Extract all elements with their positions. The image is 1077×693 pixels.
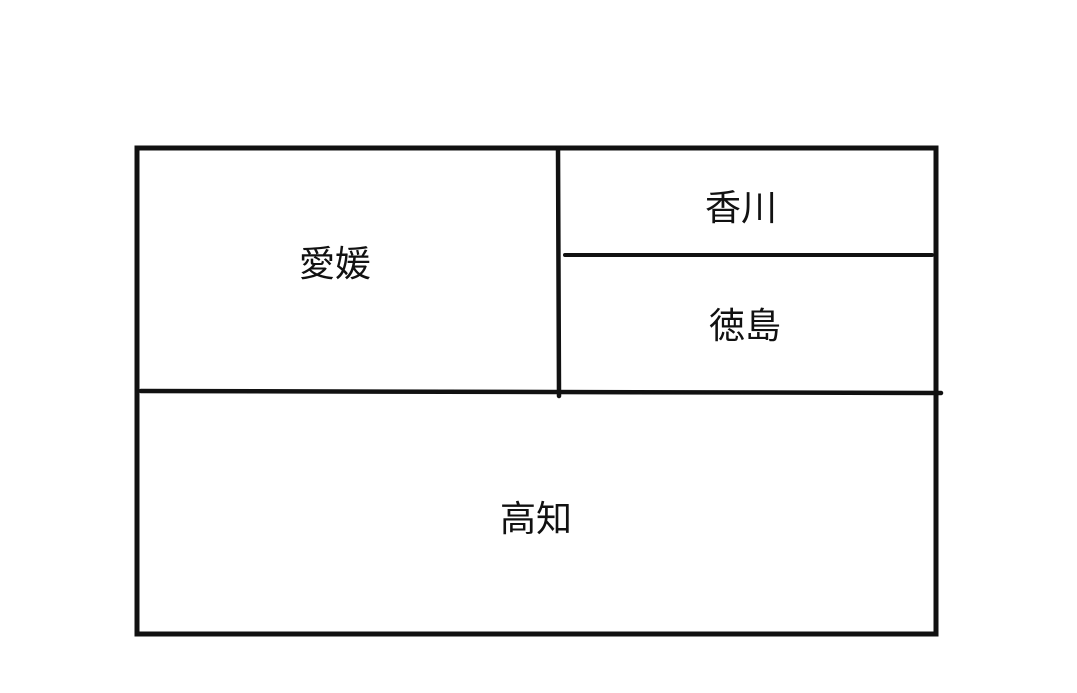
- region-label-kochi: 高知: [500, 499, 572, 540]
- vertical-divider: [555, 145, 562, 399]
- region-label-ehime: 愛媛: [299, 244, 371, 285]
- horizontal-divider-main: [138, 388, 944, 396]
- region-label-kagawa: 香川: [705, 188, 777, 229]
- region-label-tokushima: 徳島: [709, 306, 781, 347]
